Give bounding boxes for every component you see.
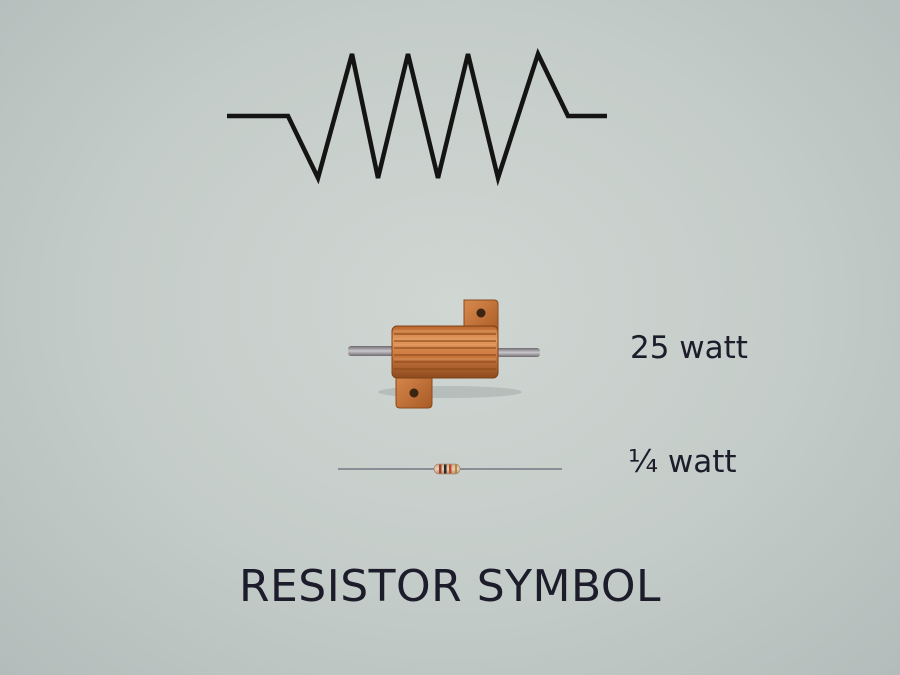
power-resistor-bottom-tab-hole [409, 388, 419, 398]
power-resistor-body [391, 325, 499, 379]
title-resistor-symbol: RESISTOR SYMBOL [238, 561, 662, 612]
power-resistor-fins [394, 333, 496, 370]
power-resistor-top-tab-hole [476, 308, 486, 318]
axial-resistor-quarter-watt [338, 463, 562, 475]
power-resistor-right-lead [494, 348, 540, 357]
axial-resistor-band-1 [439, 464, 442, 474]
axial-resistor-band-3 [449, 464, 452, 474]
power-resistor-25w [348, 299, 540, 409]
resistor-zigzag-symbol [227, 47, 607, 187]
axial-resistor-band-4 [455, 464, 457, 474]
axial-resistor-band-2 [444, 464, 447, 474]
label-quarter-watt: ¼ watt [628, 444, 737, 480]
label-25-watt: 25 watt [630, 330, 748, 366]
power-resistor-left-lead [348, 346, 396, 356]
